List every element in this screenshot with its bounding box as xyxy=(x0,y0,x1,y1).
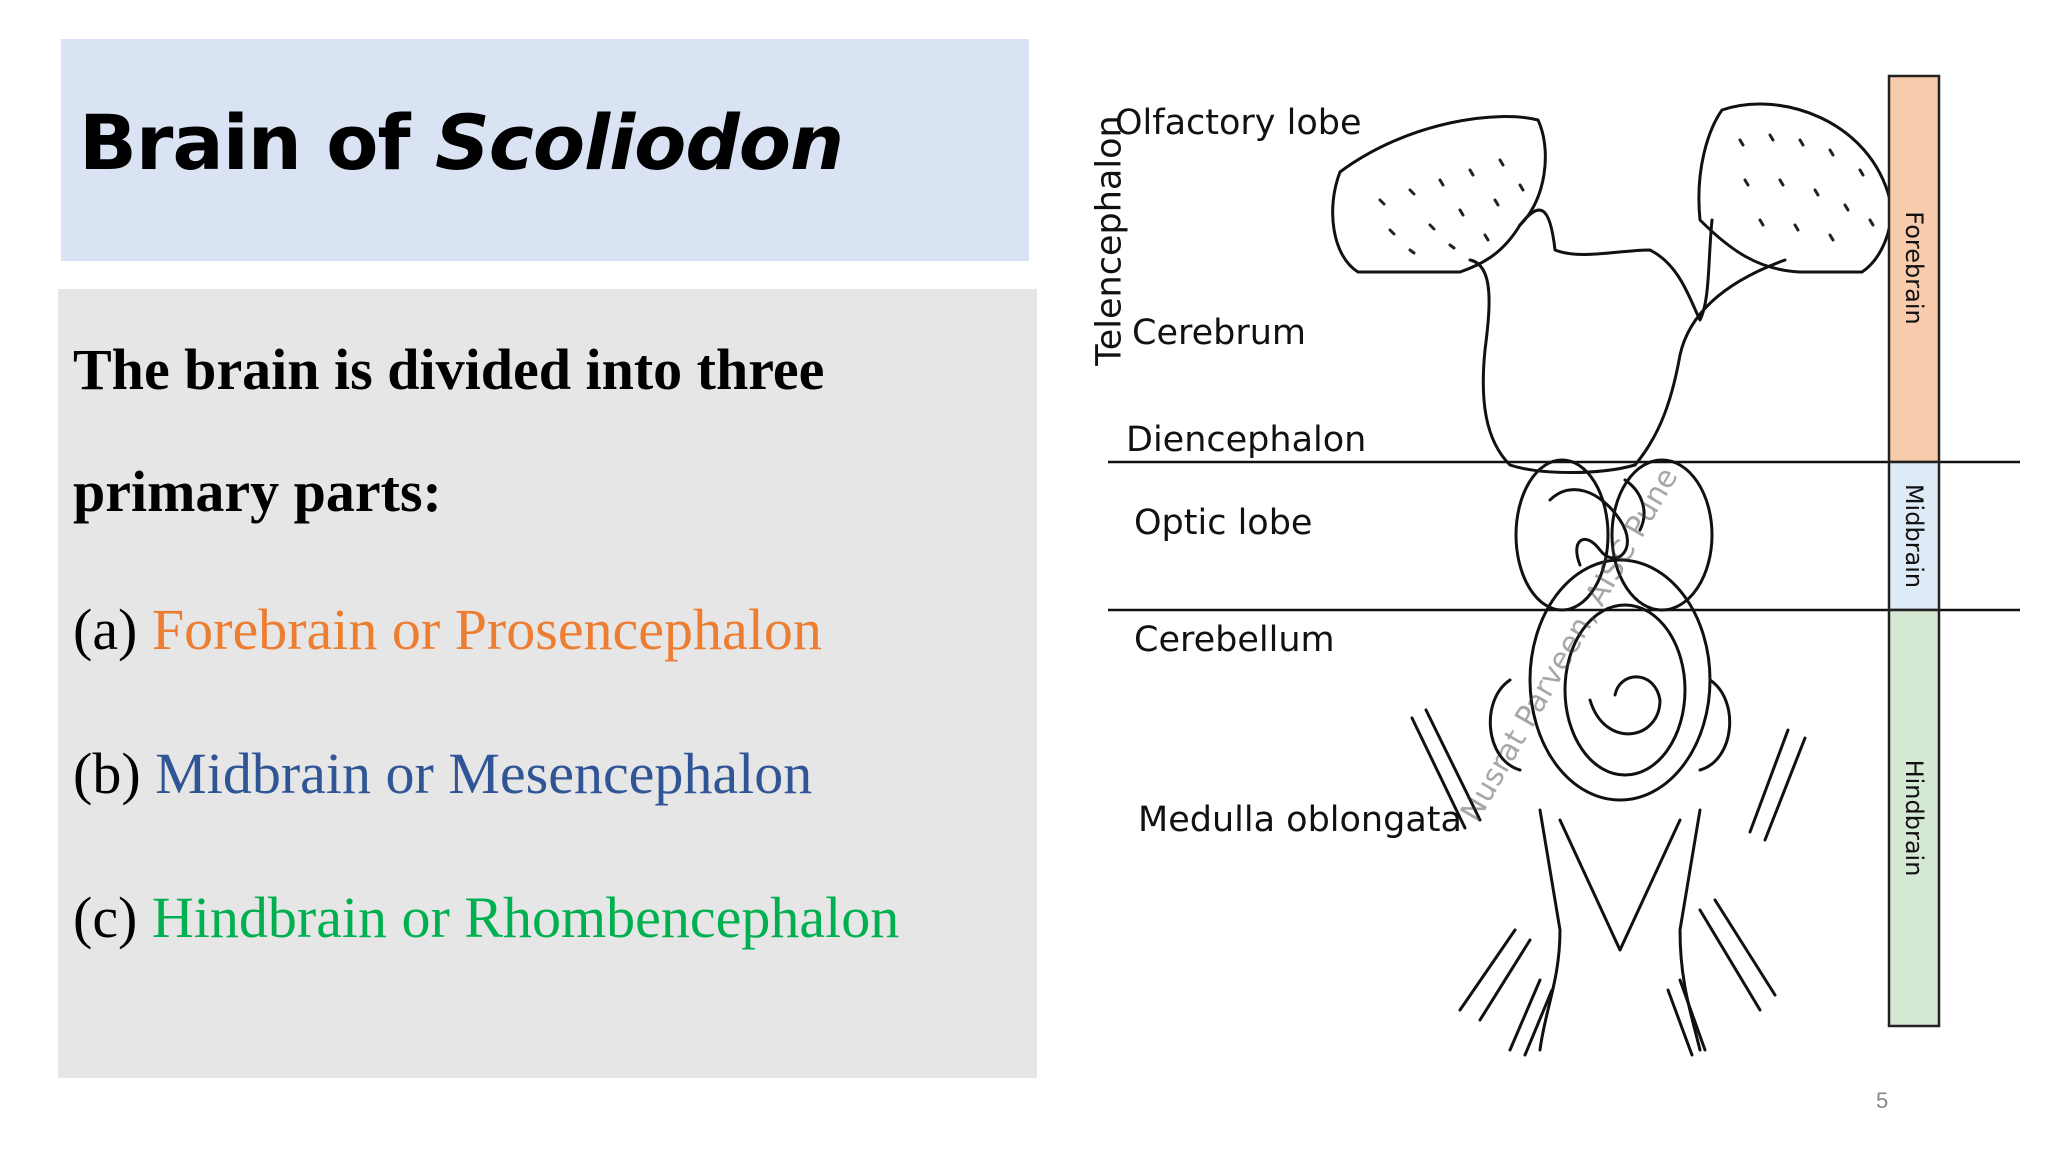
left-nerve-bottom xyxy=(1458,928,1532,1022)
page-number: 5 xyxy=(1876,1088,1889,1113)
hindbrain-bar xyxy=(1887,608,1941,1028)
cerebellum-inner xyxy=(1563,603,1687,777)
forebrain-bar-label: Forebrain xyxy=(1900,211,1928,325)
label-cerebrum: Cerebrum xyxy=(1132,313,1307,353)
brain-diagram: Olfactory lobe Cerebrum Diencephalon Opt… xyxy=(1040,50,2048,1090)
title-banner: Brain of Scoliodon xyxy=(61,39,1029,261)
item-prefix: (c) xyxy=(73,885,152,950)
intro-line-1: The brain is divided into three xyxy=(73,337,825,402)
slide-title: Brain of Scoliodon xyxy=(79,105,844,181)
right-olfactory-lobe xyxy=(1697,102,1893,274)
intro-line-2: primary parts: xyxy=(73,459,442,524)
right-nerve-bottom xyxy=(1698,898,1777,1012)
cerebellum-fold xyxy=(1588,675,1662,736)
right-nerve-top xyxy=(1748,728,1807,842)
cerebrum-top xyxy=(1518,208,1714,322)
label-olfactory-lobe: Olfactory lobe xyxy=(1115,103,1362,143)
optic-lobe-gyri xyxy=(1548,478,1646,567)
label-optic-lobe: Optic lobe xyxy=(1134,503,1313,543)
midbrain-bar-label: Midbrain xyxy=(1900,483,1928,589)
midbrain-bar xyxy=(1887,460,1941,612)
label-medulla-oblongata: Medulla oblongata xyxy=(1138,800,1462,840)
list-item-hindbrain: (c) Hindbrain or Rhombencephalon xyxy=(73,889,899,947)
item-prefix: (b) xyxy=(73,741,156,806)
label-cerebellum: Cerebellum xyxy=(1134,620,1335,660)
left-restiform xyxy=(1488,678,1522,772)
label-diencephalon: Diencephalon xyxy=(1126,420,1367,460)
left-olfactory-lobe xyxy=(1331,115,1547,274)
left-nerve-top xyxy=(1410,708,1482,830)
right-nerve-lower xyxy=(1666,978,1707,1057)
item-text: Hindbrain or Rhombencephalon xyxy=(151,885,900,950)
item-text: Forebrain or Prosencephalon xyxy=(151,597,822,662)
list-item-forebrain: (a) Forebrain or Prosencephalon xyxy=(73,601,822,659)
forebrain-bar xyxy=(1887,74,1941,464)
hindbrain-bar-label: Hindbrain xyxy=(1900,759,1928,877)
fourth-ventricle xyxy=(1558,818,1682,952)
right-restiform xyxy=(1698,678,1732,772)
item-text: Midbrain or Mesencephalon xyxy=(155,741,813,806)
label-telencephalon: Telencephalon xyxy=(1089,115,1130,366)
title-italic: Scoliodon xyxy=(435,98,844,187)
left-nerve-lower xyxy=(1508,978,1554,1057)
olfactory-stipple xyxy=(1378,133,1875,255)
brain-drawing xyxy=(1108,74,2020,1057)
cerebrum-outline xyxy=(1468,258,1787,474)
title-regular: Brain of xyxy=(79,98,436,187)
item-prefix: (a) xyxy=(73,597,152,662)
list-item-midbrain: (b) Midbrain or Mesencephalon xyxy=(73,745,812,803)
content-panel: The brain is divided into three primary … xyxy=(58,289,1037,1078)
